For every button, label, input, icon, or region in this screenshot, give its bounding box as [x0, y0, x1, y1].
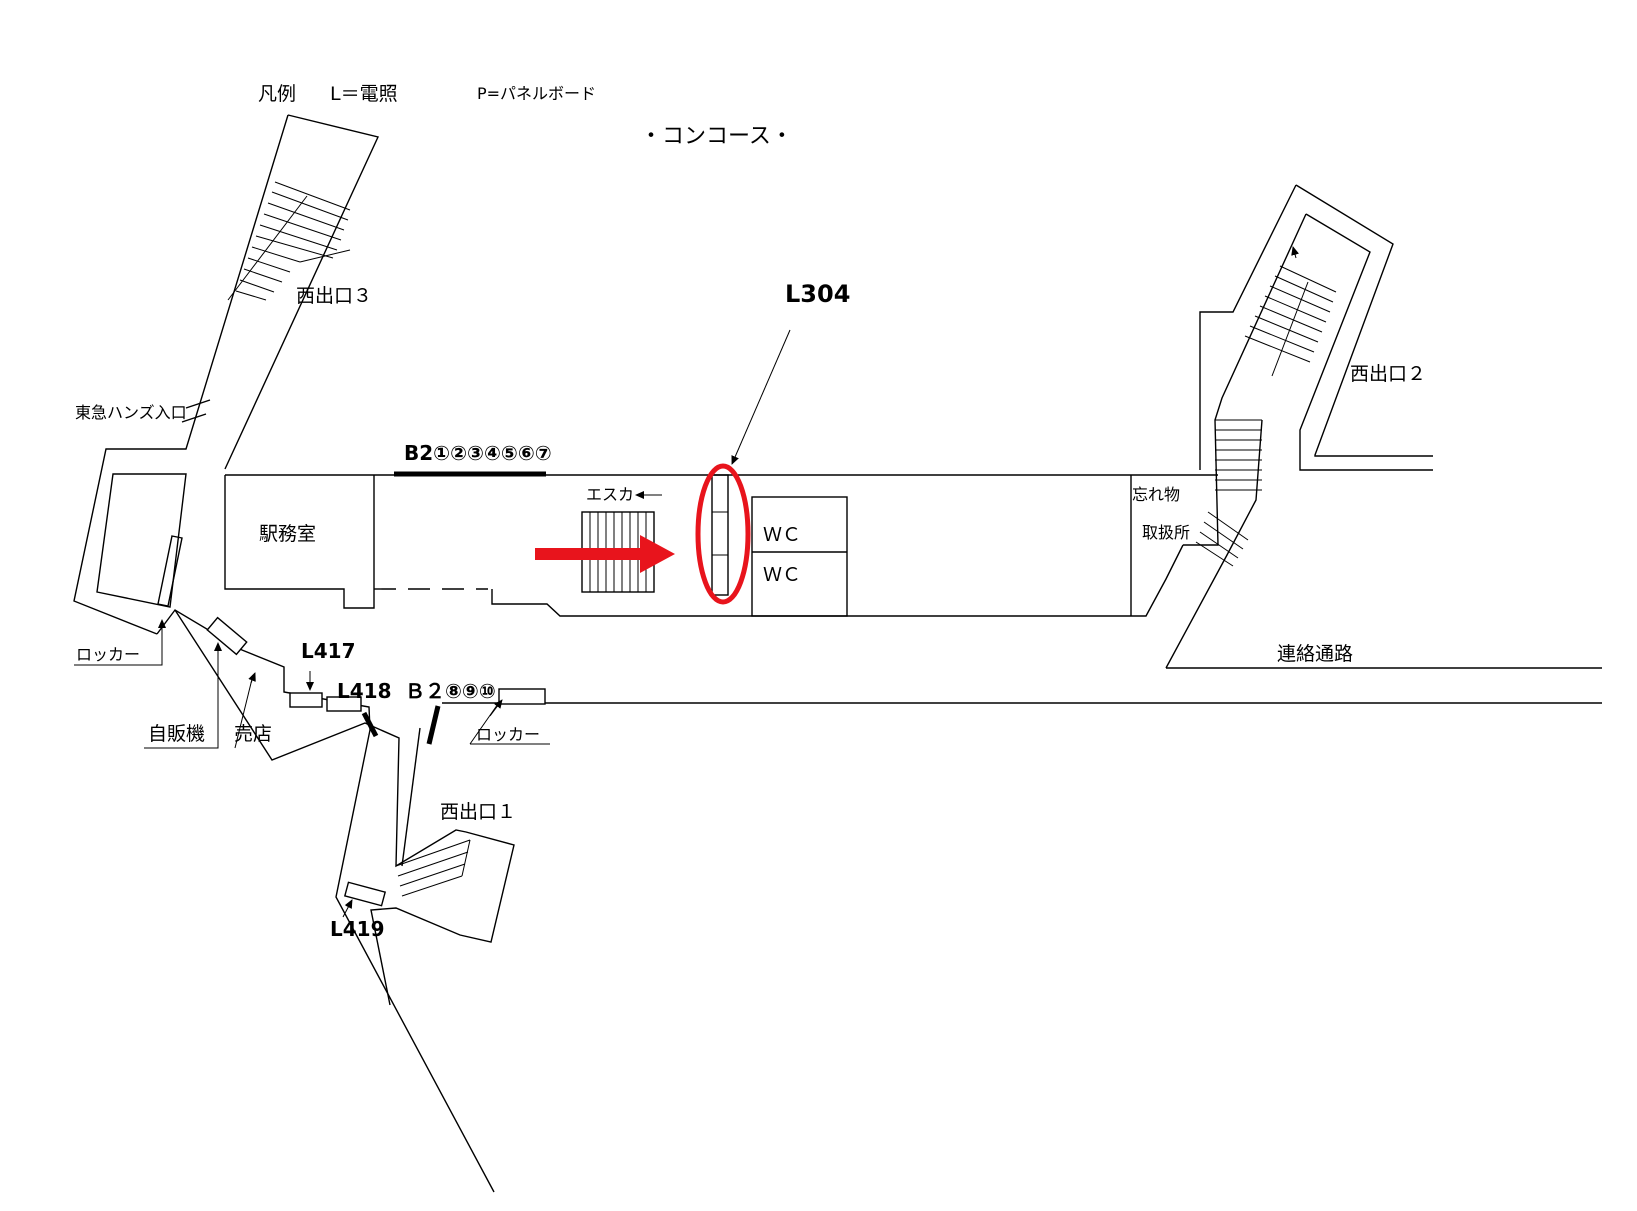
l419-lamp: [343, 881, 387, 907]
panel-b2-top-label: B2①②③④⑤⑥⑦: [404, 441, 552, 465]
vending-machine: [206, 616, 248, 656]
l304-highlight: [535, 329, 791, 605]
station-office-label: 駅務室: [259, 523, 316, 545]
west-exit-2-stairs: [1165, 184, 1433, 669]
vending-machine-label: 自販機: [148, 723, 205, 745]
red-pointer-arrow: [535, 535, 675, 573]
legend-light: L＝電照: [330, 83, 398, 105]
map-title: ・コンコース・: [640, 124, 793, 149]
l417-lamp: [289, 692, 323, 708]
kiosk-leader: [234, 674, 254, 749]
kiosk-label: 売店: [234, 723, 272, 745]
locker-right-label: ロッカー: [476, 725, 540, 744]
escalator-label: エスカ: [586, 485, 634, 504]
west-exit-1-label: 西出口１: [440, 801, 516, 823]
lower-corridor: [156, 609, 515, 1193]
west-exit-3-label: 西出口３: [296, 285, 372, 307]
panel-b2-bottom-label: Ｂ２⑧⑨⑩: [405, 679, 496, 703]
right-locker-box: [498, 688, 546, 705]
panel-small-l418: [361, 711, 379, 738]
locker-left-label: ロッカー: [76, 645, 140, 664]
panel-board-b2-bottom: [426, 705, 441, 745]
wc-label-2: ＷＣ: [763, 564, 801, 586]
l417-label: L417: [301, 639, 356, 663]
l418-label: L418: [337, 679, 392, 703]
connecting-passage-label: 連絡通路: [1277, 643, 1353, 665]
l418-lamp: [326, 696, 362, 712]
l304-label: L304: [785, 280, 850, 308]
main-concourse: [224, 474, 1218, 617]
l419-label: L419: [330, 917, 385, 941]
l304-leader-arrow: [731, 329, 791, 465]
lost-and-found-label-2: 取扱所: [1142, 523, 1190, 542]
connecting-passage: [442, 667, 1602, 704]
wc-label-1: ＷＣ: [763, 524, 801, 546]
legend-title: 凡例: [258, 83, 296, 105]
left-room: [96, 473, 187, 608]
lost-and-found-label-1: 忘れ物: [1132, 485, 1180, 504]
legend-panel: P=パネルボード: [477, 84, 596, 103]
tokyu-hands-entrance-label: 東急ハンズ入口: [75, 403, 187, 422]
west-exit-3-stairs: [73, 114, 379, 635]
vending-leader: [144, 645, 219, 749]
l304-highlight-ellipse: [695, 463, 751, 605]
l419-arrow: [342, 899, 353, 918]
west-exit-2-label: 西出口２: [1350, 363, 1426, 385]
